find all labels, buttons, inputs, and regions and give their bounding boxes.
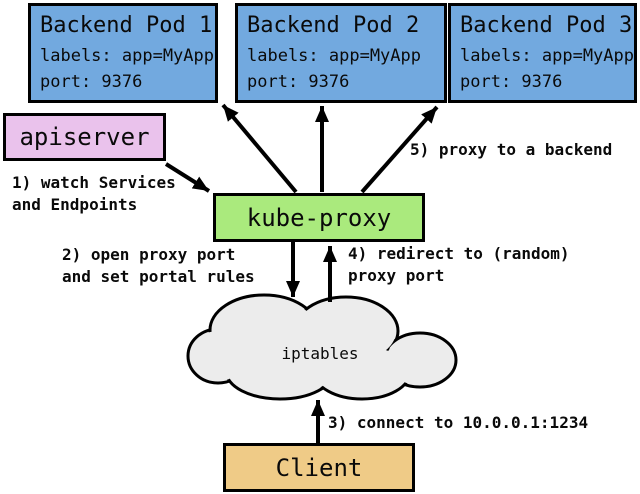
arrow-step5-proxy-to-pod1	[221, 103, 298, 194]
kube-proxy-node: kube-proxy	[213, 193, 425, 242]
backend-pod-2-port: port: 9376	[247, 72, 350, 92]
backend-pod-1-labels: labels: app=MyApp	[40, 46, 214, 66]
client-label: Client	[275, 453, 363, 482]
backend-pod-3-node: Backend Pod 3 labels: app=MyApp port: 93…	[448, 3, 637, 103]
backend-pod-1-port: port: 9376	[40, 72, 143, 92]
client-node: Client	[223, 443, 415, 492]
backend-pod-2-title: Backend Pod 2	[247, 13, 420, 38]
arrow-step1-watch	[164, 162, 211, 193]
iptables-label: iptables	[281, 344, 359, 363]
backend-pod-3-port: port: 9376	[460, 72, 563, 92]
backend-pod-2-labels: labels: app=MyApp	[247, 46, 421, 66]
backend-pod-3-title: Backend Pod 3	[460, 13, 633, 38]
step-label-5-proxy-to-backend: 5) proxy to a backend	[410, 140, 613, 159]
apiserver-node: apiserver	[3, 113, 166, 161]
step-label-2-open-proxy-port: 2) open proxy port and set portal rules	[62, 245, 255, 286]
backend-pod-1-title: Backend Pod 1	[40, 13, 213, 38]
backend-pod-2-node: Backend Pod 2 labels: app=MyApp port: 93…	[235, 3, 447, 103]
backend-pod-1-node: Backend Pod 1 labels: app=MyApp port: 93…	[28, 3, 218, 103]
arrow-step5-proxy-to-pod3	[360, 105, 439, 194]
backend-pod-3-labels: labels: app=MyApp	[460, 46, 634, 66]
step-label-1-watch-services: 1) watch Services and Endpoints	[12, 173, 176, 214]
kube-proxy-label: kube-proxy	[246, 203, 392, 232]
step-label-3-connect: 3) connect to 10.0.0.1:1234	[328, 413, 589, 432]
iptables-cloud-shape	[186, 293, 458, 401]
step-label-4-redirect: 4) redirect to (random) proxy port	[348, 244, 570, 285]
apiserver-label: apiserver	[19, 123, 150, 151]
